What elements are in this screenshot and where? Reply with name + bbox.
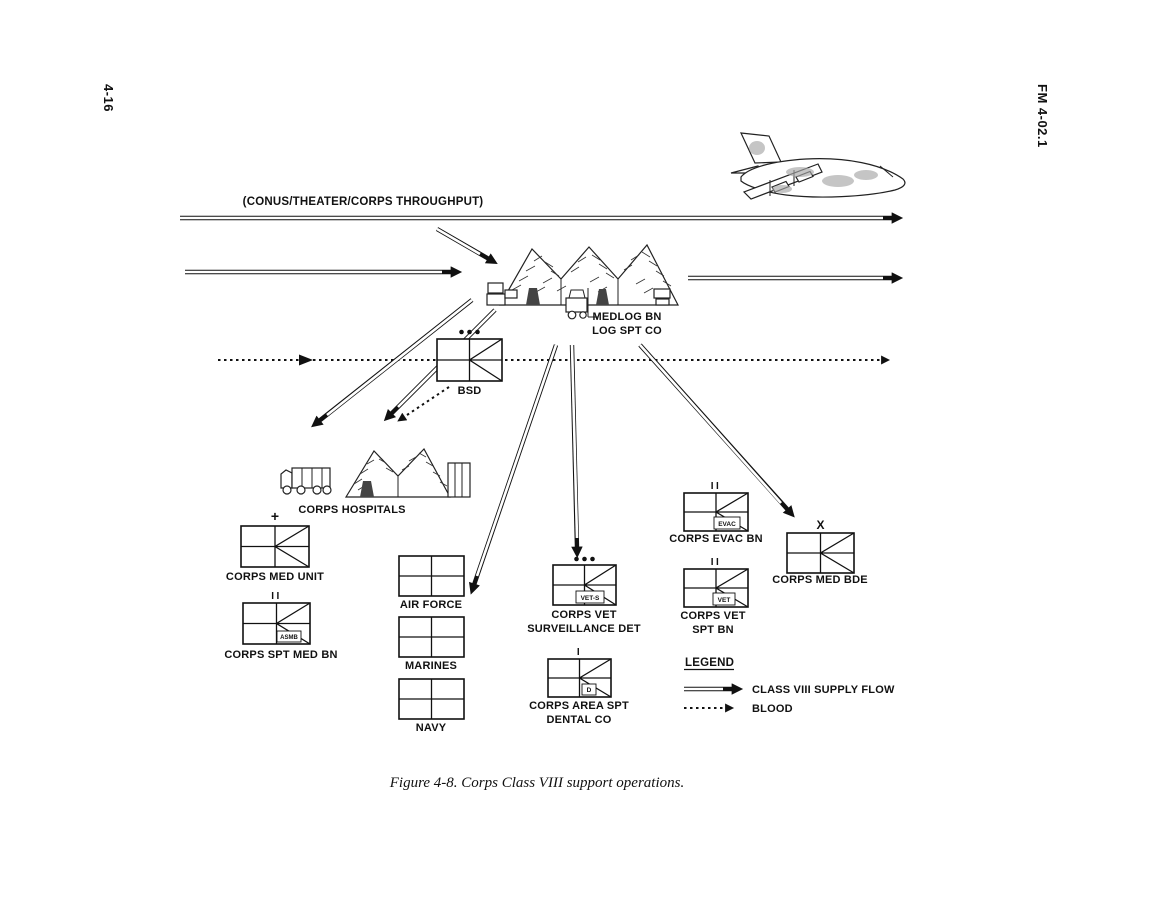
corps-hospitals-label: CORPS HOSPITALS <box>298 504 405 516</box>
medlog-label-line1: MEDLOG BN <box>592 311 661 323</box>
corps-med-unit-symbol: + <box>240 508 310 568</box>
bsd-label: BSD <box>458 385 482 397</box>
corps-spt-med-bn-echelon: II <box>271 591 282 602</box>
vet-spt-bn-inset: VET <box>718 597 731 604</box>
corps-hospitals-illustration <box>280 447 471 498</box>
vet-spt-bn-symbol: II VET <box>683 557 749 608</box>
figure-caption: Figure 4-8. Corps Class VIII support ope… <box>389 775 684 791</box>
air-force-label: AIR FORCE <box>400 599 462 611</box>
air-force-symbol <box>398 555 465 597</box>
corps-spt-med-bn-inset: ASMB <box>280 635 298 641</box>
legend-title: LEGEND <box>685 657 734 669</box>
vet-spt-bn-echelon: II <box>711 557 722 568</box>
vet-surv-det-inset: VET-S <box>581 595 600 602</box>
dental-co-echelon: I <box>577 647 582 658</box>
marines-symbol <box>398 616 465 658</box>
blood-arrowhead-mid <box>299 354 313 366</box>
dental-co-label-line2: DENTAL CO <box>547 714 612 726</box>
legend-supply-label: CLASS VIII SUPPLY FLOW <box>752 684 895 696</box>
evac-bn-label: CORPS EVAC BN <box>669 533 762 545</box>
medlog-label-line2: LOG SPT CO <box>592 325 662 337</box>
vet-spt-bn-label-line1: CORPS VET <box>680 610 745 622</box>
med-bde-symbol: X <box>786 518 855 574</box>
corps-spt-med-bn-symbol: II ASMB <box>242 591 311 645</box>
legend: LEGEND CLASS VIII SUPPLY FLOW BLOOD <box>684 657 895 715</box>
vet-surv-det-label-line1: CORPS VET <box>551 609 616 621</box>
bsd-echelon-dots <box>459 329 464 335</box>
med-bde-label: CORPS MED BDE <box>772 574 868 586</box>
arrow-medlog-to-med-bde <box>638 343 795 518</box>
bsd-symbol <box>436 329 503 382</box>
arrow-medlog-to-hospitals-1 <box>311 298 474 428</box>
supply-arrow-into-medlog <box>435 227 498 265</box>
med-bde-echelon: X <box>816 518 824 532</box>
evac-bn-inset: EVAC <box>718 521 736 528</box>
vet-spt-bn-label-line2: SPT BN <box>692 624 734 636</box>
corps-spt-med-bn-label: CORPS SPT MED BN <box>224 649 337 661</box>
corps-med-unit-label: CORPS MED UNIT <box>226 571 324 583</box>
blood-flow-line <box>218 354 891 366</box>
dental-co-inset: D <box>587 687 592 694</box>
legend-blood-label: BLOOD <box>752 703 793 715</box>
marines-label: MARINES <box>405 660 457 672</box>
medlog-warehouse-illustration <box>486 243 679 320</box>
navy-symbol <box>398 678 465 720</box>
dental-co-label-line1: CORPS AREA SPT <box>529 700 629 712</box>
vet-surv-det-echelon-dots <box>574 556 579 562</box>
vet-surv-det-label-line2: SURVEILLANCE DET <box>527 623 641 635</box>
evac-bn-symbol: II EVAC <box>683 481 749 532</box>
throughput-label: (CONUS/THEATER/CORPS THROUGHPUT) <box>243 196 484 208</box>
evac-bn-echelon: II <box>711 481 722 492</box>
page-number: 4-16 <box>101 84 116 112</box>
forklift-illustration <box>565 288 598 320</box>
c130-aircraft-illustration <box>730 132 906 200</box>
manual-reference: FM 4-02.1 <box>1035 84 1050 148</box>
arrow-medlog-to-air-force <box>469 344 559 595</box>
corps-med-unit-echelon: + <box>271 508 279 524</box>
dental-co-symbol: I D <box>547 647 612 698</box>
navy-label: NAVY <box>416 722 447 734</box>
vet-surv-det-symbol: VET-S <box>552 556 617 606</box>
arrow-medlog-to-vet-det <box>569 344 583 559</box>
